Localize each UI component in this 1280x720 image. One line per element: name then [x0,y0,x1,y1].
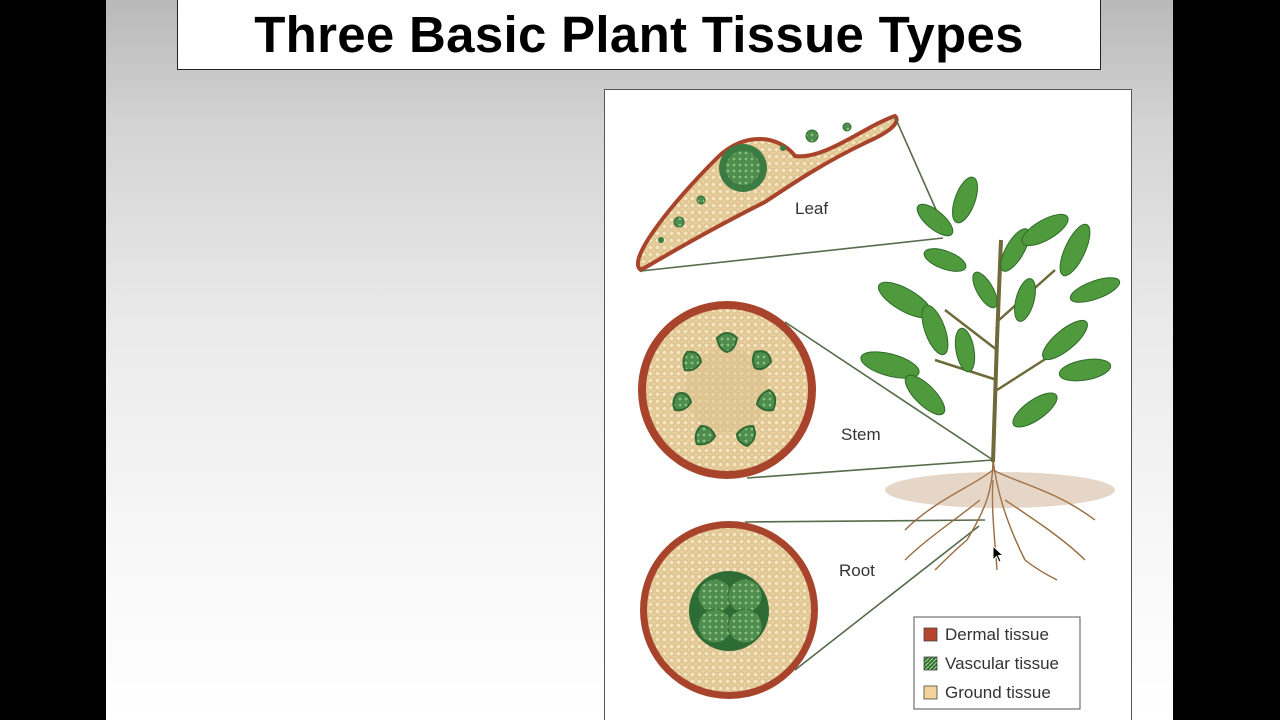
vascular-swatch [923,656,938,671]
slide: Three Basic Plant Tissue Types [106,0,1173,720]
plant-illustration [860,176,1121,581]
leaf-label: Leaf [795,199,828,218]
root-cross-section [640,519,986,699]
dermal-swatch [923,627,938,642]
legend-vascular-label: Vascular tissue [945,654,1059,673]
legend-ground-label: Ground tissue [945,683,1051,702]
mouse-cursor-icon [992,545,1004,563]
figure-svg: Leaf Stem [636,113,1121,710]
legend: Dermal tissue Vascular tissue Ground tis… [913,616,1081,710]
title-box: Three Basic Plant Tissue Types [177,0,1101,70]
plant-tissue-figure: Leaf Stem [604,89,1132,720]
legend-dermal-label: Dermal tissue [945,625,1049,644]
root-label: Root [839,561,875,580]
leaf-cross-section [636,113,946,273]
stem-cross-section [638,301,994,479]
ground-swatch [923,685,938,700]
slide-title: Three Basic Plant Tissue Types [254,5,1024,63]
stem-label: Stem [841,425,881,444]
